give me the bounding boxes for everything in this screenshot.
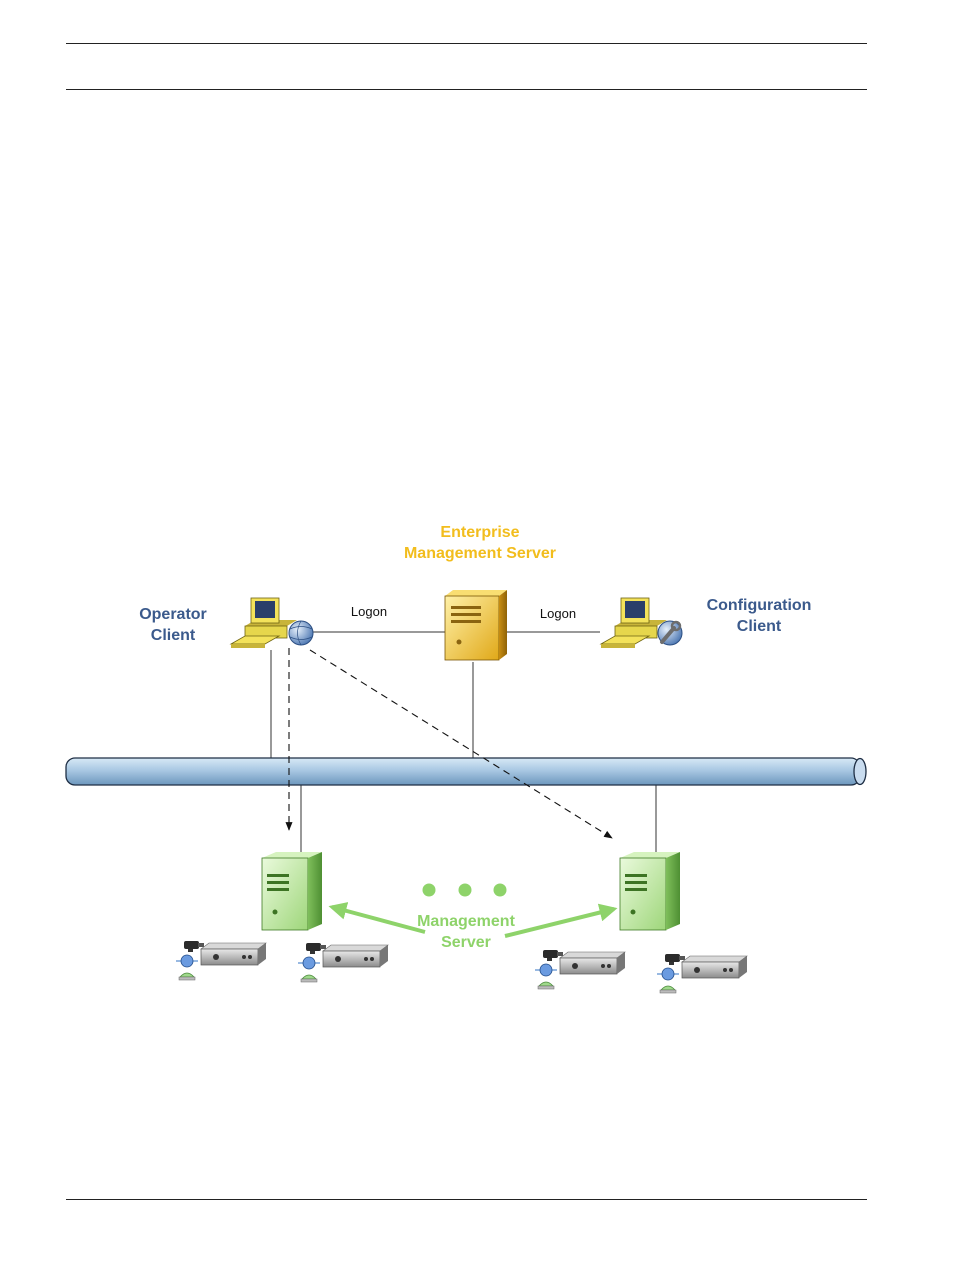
network-bus: [66, 758, 866, 785]
configuration-client-label-line2: Client: [737, 618, 782, 635]
operator-client-label-line1: Operator: [139, 606, 207, 623]
configuration-client-pc-icon: [601, 598, 667, 648]
management-server-label-line2: Server: [441, 934, 491, 951]
dashed-connections: [289, 648, 612, 838]
management-server-label-line1: Management: [417, 913, 515, 930]
configuration-client-label-line1: Configuration: [707, 597, 812, 614]
wrench-globe-icon: [658, 621, 682, 645]
ellipsis-dots: [423, 884, 507, 897]
operator-client-label-line2: Client: [151, 627, 196, 644]
device-group-1: [176, 941, 266, 980]
enterprise-server-icon: [445, 590, 507, 660]
connections: [271, 632, 656, 852]
device-group-4: [657, 954, 747, 993]
device-group-2: [298, 943, 388, 982]
enterprise-server-label-line2: Management Server: [404, 545, 556, 562]
management-server-right-icon: [620, 852, 680, 930]
enterprise-server-label-line1: Enterprise: [440, 524, 519, 541]
globe-icon: [289, 621, 313, 645]
logon-label-right: Logon: [540, 606, 576, 621]
device-group-3: [535, 950, 625, 989]
logon-label-left: Logon: [351, 604, 387, 619]
management-server-left-icon: [262, 852, 322, 930]
operator-client-pc-icon: [231, 598, 297, 648]
